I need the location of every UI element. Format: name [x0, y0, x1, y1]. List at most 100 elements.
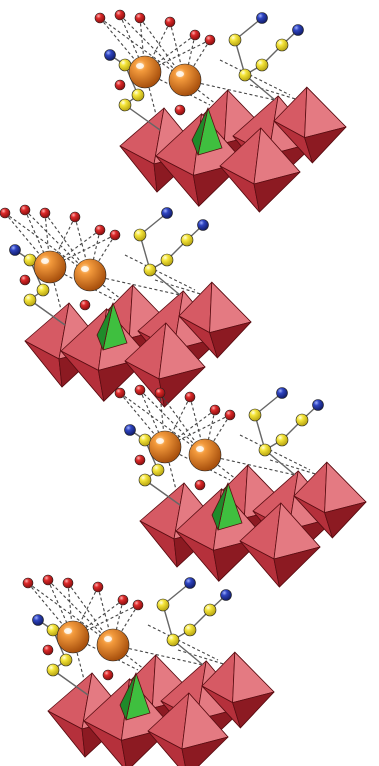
atom-highlight — [81, 266, 89, 272]
dashed-bond — [139, 389, 206, 456]
structural-unit-4 — [22, 574, 275, 766]
sulfur-atom — [131, 88, 145, 102]
dashed-bond — [4, 212, 91, 276]
dashed-bond — [44, 212, 91, 276]
oxygen-atom — [94, 12, 106, 24]
oxygen-atom — [134, 384, 146, 396]
dashed-bond — [139, 17, 186, 81]
oxygen-atom — [94, 224, 106, 236]
sulfur-atom — [118, 98, 132, 112]
dashed-bond — [4, 212, 51, 268]
dashed-bond — [112, 644, 159, 681]
dashed-bond — [89, 274, 136, 311]
metal-atom — [96, 628, 130, 662]
dashed-bond — [184, 79, 276, 101]
tetrahedron — [119, 672, 137, 721]
oxygen-atom — [154, 387, 166, 399]
sulfur-atom — [133, 228, 147, 242]
dashed-bond — [89, 274, 181, 296]
nitrogen-atom — [312, 399, 324, 411]
oxygen-atom — [204, 34, 216, 46]
oxygen-atom — [114, 79, 126, 91]
dashed-bond — [67, 582, 114, 646]
oxygen-atom — [194, 479, 206, 491]
dashed-bond — [159, 392, 206, 456]
atom-highlight — [136, 63, 144, 69]
oxygen-atom — [102, 669, 114, 681]
dashed-bond — [47, 579, 114, 646]
sulfur-atom — [180, 233, 194, 247]
nitrogen-atom — [184, 577, 196, 589]
dashed-bond — [72, 604, 139, 638]
polyhedra-layer — [119, 86, 347, 213]
nitrogen-atom — [256, 12, 268, 24]
nitrogen-atom — [292, 24, 304, 36]
bond — [149, 269, 181, 296]
oxygen-atom — [39, 207, 51, 219]
nitrogen-atom — [276, 387, 288, 399]
sulfur-atom — [59, 653, 73, 667]
polyhedra-layer — [139, 461, 367, 588]
polyhedra-layer — [24, 281, 252, 408]
structural-unit-1 — [94, 9, 347, 213]
oxygen-atom — [114, 9, 126, 21]
dashed-bond — [204, 409, 216, 456]
octahedron-face — [273, 546, 321, 588]
oxygen-atom — [114, 387, 126, 399]
bond — [124, 104, 161, 131]
oxygen-atom — [134, 454, 146, 466]
dashed-bond — [112, 599, 124, 646]
bond — [52, 669, 89, 696]
nitrogen-atom — [197, 219, 209, 231]
oxygen-atom — [174, 104, 186, 116]
atom-highlight — [64, 628, 72, 634]
metal-atom — [148, 430, 182, 464]
dashed-bond — [99, 17, 146, 73]
sulfur-atom — [228, 33, 242, 47]
oxygen-atom — [189, 29, 201, 41]
dashed-bond — [144, 39, 211, 73]
dashed-bond — [204, 454, 296, 476]
dashed-bond — [24, 209, 91, 276]
dashed-bond — [124, 254, 196, 291]
oxygen-atom — [0, 207, 11, 219]
metal-atom — [56, 620, 90, 654]
polyhedra-layer — [47, 651, 275, 766]
octahedron-face — [324, 501, 367, 539]
atom-highlight — [176, 71, 184, 77]
bond — [29, 299, 66, 326]
sulfur-atom — [160, 253, 174, 267]
sulfur-atom — [151, 463, 165, 477]
atom-highlight — [104, 636, 112, 642]
octahedron-face — [209, 321, 252, 359]
sulfur-atom — [248, 408, 262, 422]
polyhedral-chain — [0, 9, 367, 766]
atom-highlight — [196, 446, 204, 452]
dashed-bond — [49, 234, 116, 268]
dashed-bond — [239, 434, 311, 471]
sulfur-atom — [255, 58, 269, 72]
oxygen-atom — [22, 577, 34, 589]
dashed-bond — [164, 414, 231, 448]
oxygen-atom — [184, 391, 196, 403]
sulfur-atom — [138, 473, 152, 487]
oxygen-atom — [224, 409, 236, 421]
oxygen-atom — [42, 574, 54, 586]
oxygen-atom — [109, 229, 121, 241]
sulfur-atom — [183, 623, 197, 637]
oxygen-atom — [19, 274, 31, 286]
dashed-bond — [204, 454, 251, 491]
dashed-bond — [184, 34, 196, 81]
dashed-bond — [99, 17, 186, 81]
tetrahedron — [191, 107, 209, 156]
tetrahedron — [96, 302, 114, 351]
bond — [172, 639, 204, 666]
sulfur-atom — [36, 283, 50, 297]
nitrogen-atom — [220, 589, 232, 601]
dashed-bond — [119, 392, 206, 456]
octahedron-face — [304, 126, 347, 164]
dashed-bond — [119, 14, 186, 81]
oxygen-atom — [164, 16, 176, 28]
